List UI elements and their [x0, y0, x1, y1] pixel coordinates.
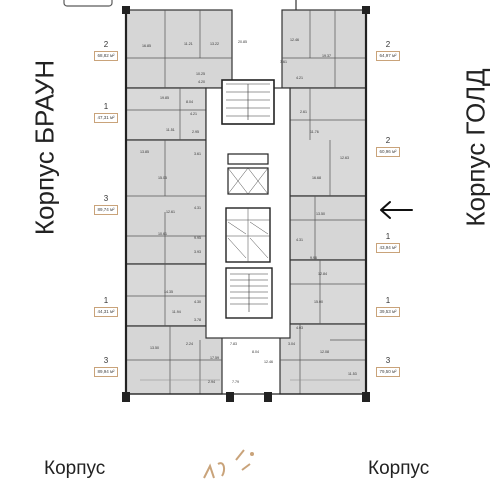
- room-area-label: 15.05: [158, 176, 167, 180]
- unit-area: 47,31 м²: [94, 113, 118, 123]
- room-area-label: 3.61: [194, 152, 201, 156]
- unit-rooms: 3: [103, 356, 109, 365]
- unit-card-u-right-1[interactable]: 2 64,97 м²: [376, 40, 400, 61]
- unit-rooms: 2: [385, 40, 391, 49]
- room-area-label: 13.22: [210, 42, 219, 46]
- room-area-label: 15.00: [314, 300, 323, 304]
- room-area-label: 4.21: [190, 112, 197, 116]
- building-label-bottom-right: Корпус: [368, 458, 430, 479]
- unit-area: 60,96 м²: [376, 147, 400, 157]
- room-area-label: 4.20: [198, 80, 205, 84]
- room-area-label: 16.68: [312, 176, 321, 180]
- unit-rooms: 2: [385, 136, 391, 145]
- unit-card-u-right-3[interactable]: 1 43,94 м²: [376, 232, 400, 253]
- building-outline: [122, 6, 370, 402]
- building-label-left: Корпус БРАУН: [29, 59, 60, 236]
- unit-area: 43,94 м²: [376, 243, 400, 253]
- unit-rooms: 2: [103, 40, 109, 49]
- room-area-label: 13.50: [150, 346, 159, 350]
- unit-card-u-left-4[interactable]: 1 44,31 м²: [94, 296, 118, 317]
- unit-rooms: 3: [385, 356, 391, 365]
- unit-area: 68,82 м²: [94, 51, 118, 61]
- room-area-label: 2.24: [186, 342, 193, 346]
- unit-area: 39,53 м²: [376, 307, 400, 317]
- arrow-left-icon: [380, 201, 413, 219]
- room-area-label: 4.31: [194, 206, 201, 210]
- room-area-label: 16.85: [142, 44, 151, 48]
- unit-card-u-right-2[interactable]: 2 60,96 м²: [376, 136, 400, 157]
- room-area-label: 4.30: [194, 300, 201, 304]
- unit-rooms: 3: [103, 194, 109, 203]
- room-area-label: 3.93: [194, 250, 201, 254]
- room-area-label: 12.61: [166, 210, 175, 214]
- unit-card-u-right-4[interactable]: 1 39,53 м²: [376, 296, 400, 317]
- unit-area: 44,31 м²: [94, 307, 118, 317]
- room-area-label: 2.94: [208, 380, 215, 384]
- room-area-label: 12.08: [320, 350, 329, 354]
- room-area-label: 19.85: [160, 96, 169, 100]
- room-area-label: 3.61: [280, 60, 287, 64]
- room-area-label: 19.37: [322, 54, 331, 58]
- right-apartments: [279, 9, 367, 395]
- unit-area: 89,94 м²: [94, 367, 118, 377]
- unit-area: 64,97 м²: [376, 51, 400, 61]
- room-area-label: 11.76: [310, 130, 319, 134]
- room-area-label: 2.61: [300, 110, 307, 114]
- room-area-label: 3.78: [194, 318, 201, 322]
- room-area-label: 4.03: [296, 326, 303, 330]
- room-area-label: 17.59: [210, 356, 219, 360]
- unit-rooms: 1: [385, 296, 391, 305]
- unit-area: 79,50 м²: [376, 367, 400, 377]
- room-area-label: 11.53: [348, 372, 357, 376]
- building-label-right: Корпус ГОЛД: [460, 68, 491, 227]
- room-area-label: 4.31: [296, 238, 303, 242]
- room-area-label: 10.25: [196, 72, 205, 76]
- logo-fragment-icon: [203, 449, 254, 479]
- unit-card-u-left-3[interactable]: 3 89,74 м²: [94, 194, 118, 215]
- central-core: [205, 79, 291, 339]
- room-area-label: 12.63: [340, 156, 349, 160]
- room-area-label: 11.21: [184, 42, 193, 46]
- room-area-label: 20.85: [238, 40, 247, 44]
- room-area-label: 7.79: [232, 380, 239, 384]
- room-area-label: 14.35: [164, 290, 173, 294]
- building-label-bottom-left: Корпус: [44, 458, 106, 479]
- left-apartments: [125, 9, 233, 395]
- room-area-label: 13.85: [140, 150, 149, 154]
- unit-card-u-left-5[interactable]: 3 89,94 м²: [94, 356, 118, 377]
- unit-card-u-right-5[interactable]: 3 79,50 м²: [376, 356, 400, 377]
- room-area-label: 12.46: [264, 360, 273, 364]
- room-area-label: 7.83: [230, 342, 237, 346]
- unit-rooms: 1: [103, 296, 109, 305]
- room-area-label: 4.21: [296, 76, 303, 80]
- unit-card-u-left-1[interactable]: 2 68,82 м²: [94, 40, 118, 61]
- unit-rooms: 1: [385, 232, 391, 241]
- room-area-label: 12.46: [290, 38, 299, 42]
- room-area-label: 2.95: [192, 130, 199, 134]
- unit-rooms: 1: [103, 102, 109, 111]
- room-area-label: 10.61: [158, 232, 167, 236]
- room-area-label: 9.95: [194, 236, 201, 240]
- unit-card-u-left-2[interactable]: 1 47,31 м²: [94, 102, 118, 123]
- room-area-label: 11.94: [172, 310, 181, 314]
- room-area-label: 8.04: [186, 100, 193, 104]
- room-area-label: 8.04: [252, 350, 259, 354]
- room-area-label: 11.51: [166, 128, 175, 132]
- unit-area: 89,74 м²: [94, 205, 118, 215]
- room-area-label: 3.04: [288, 342, 295, 346]
- top-stub-box: [63, 0, 113, 7]
- room-area-label: 12.84: [318, 272, 327, 276]
- room-area-label: 13.50: [316, 212, 325, 216]
- room-area-label: 9.96: [310, 256, 317, 260]
